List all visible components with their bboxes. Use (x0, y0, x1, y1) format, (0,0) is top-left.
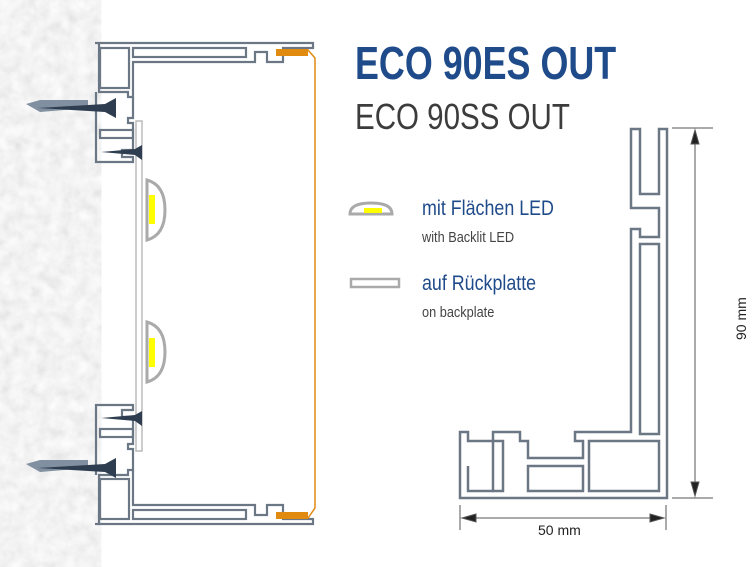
legend-backplate-sublabel: on backplate (422, 304, 495, 321)
fabric-clip-bottom (276, 512, 308, 519)
width-dimension (459, 505, 667, 530)
wall-anchor-screw (26, 98, 116, 118)
backplate (135, 120, 143, 452)
backplate-profile-icon (349, 277, 401, 289)
led-module (145, 178, 167, 242)
fabric-clip-top (276, 49, 308, 56)
frame-section (94, 41, 315, 526)
height-label: 90 mm (733, 297, 749, 340)
width-label: 50 mm (538, 522, 581, 538)
backplate-screw (101, 145, 142, 160)
backplate-screw (101, 411, 142, 426)
height-dimension (672, 127, 713, 499)
wall-texture (0, 0, 92, 567)
led-module (145, 320, 167, 384)
product-title: ECO 90ES OUT (355, 37, 617, 89)
legend-led-label: mit Flächen LED (422, 197, 554, 220)
product-subtitle: ECO 90SS OUT (355, 96, 570, 137)
legend-backplate-label: auf Rückplatte (422, 272, 537, 295)
profile-cross-section (458, 127, 669, 500)
face-fabric (276, 49, 316, 519)
legend-led-sublabel: with Backlit LED (422, 229, 515, 246)
wall-anchor-screw (26, 458, 116, 478)
led-profile-icon (348, 201, 394, 216)
